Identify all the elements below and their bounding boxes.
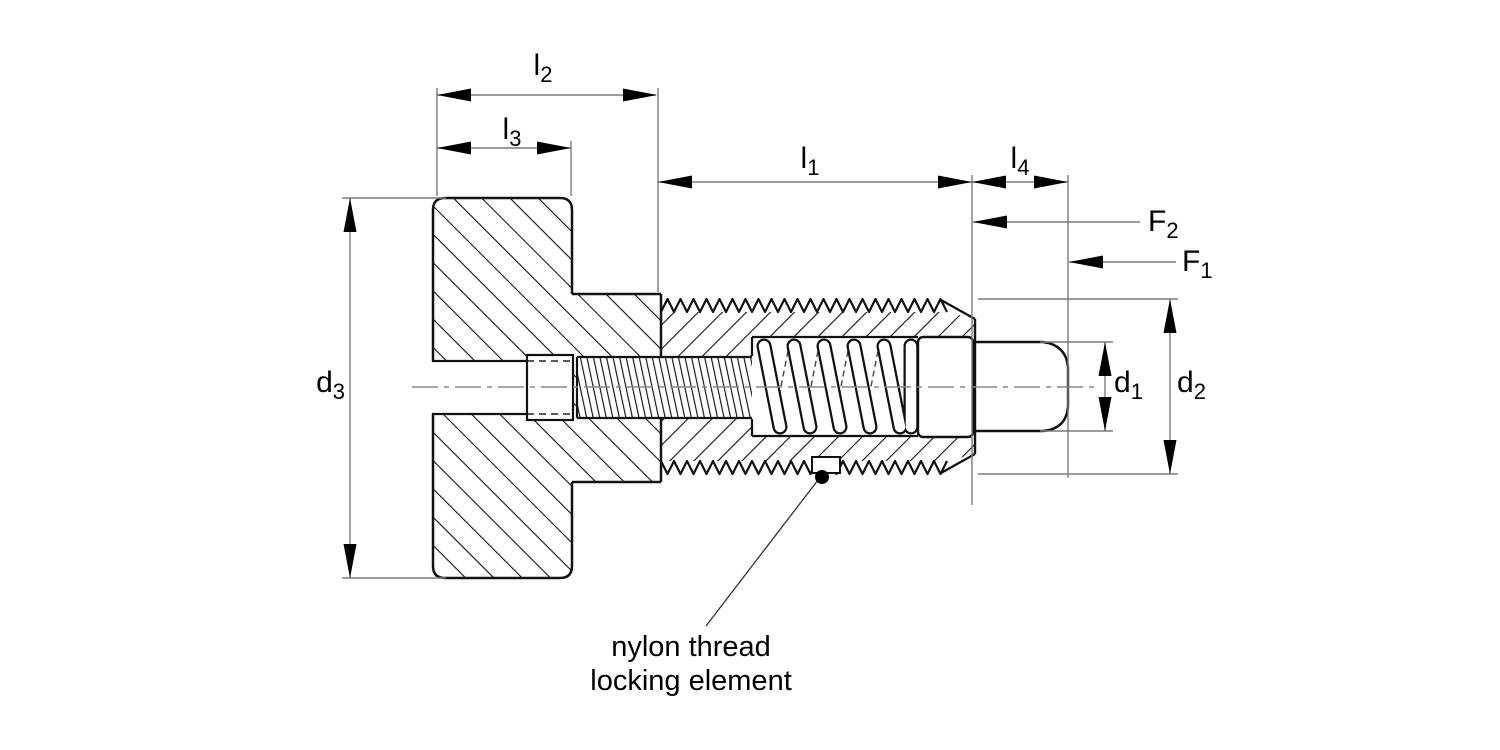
dim-label-F2: F2 [1148, 205, 1179, 248]
dim-letter: d [1114, 366, 1131, 399]
arrowhead [1069, 255, 1103, 269]
arrowhead [972, 175, 1006, 189]
dimension-F2 [973, 215, 1140, 229]
arrowhead [1163, 440, 1177, 474]
dim-subscript: 2 [540, 62, 553, 87]
arrowhead [437, 141, 471, 155]
dim-subscript: 3 [509, 126, 522, 151]
spindle-hidden-lines [527, 360, 573, 415]
arrowhead [1098, 342, 1112, 376]
arrowhead [437, 88, 471, 102]
thread-crest-bottom [660, 459, 948, 476]
body-hatch-top [661, 312, 975, 356]
dim-label-l2: l2 [534, 49, 553, 92]
dimension-l3 [437, 141, 571, 155]
arrowhead [973, 215, 1007, 229]
dim-label-l1: l1 [801, 142, 820, 185]
arrowhead [658, 175, 692, 189]
arrowhead [537, 141, 571, 155]
dim-label-d1: d1 [1114, 366, 1143, 409]
dim-subscript: 2 [1166, 218, 1179, 243]
nylon-insert [811, 456, 841, 474]
bore-edges [432, 359, 527, 416]
dim-subscript: 3 [332, 379, 345, 404]
dimension-l4 [972, 175, 1068, 189]
annotation-line-1: nylon thread [611, 631, 771, 663]
arrowhead [623, 88, 657, 102]
arrowhead [1163, 299, 1177, 333]
dim-letter: l [502, 113, 510, 146]
dim-letter: F [1148, 205, 1167, 238]
arrowhead [343, 198, 357, 232]
dim-letter: l [800, 142, 808, 175]
dim-subscript: 1 [807, 155, 820, 180]
spring-cavity-bore [750, 335, 918, 438]
annotation-nylon-note: nylon thread locking element [590, 630, 792, 698]
dim-label-l3: l3 [503, 113, 522, 156]
dim-letter: F [1182, 245, 1201, 278]
leader-line [705, 479, 819, 627]
dim-letter: d [1177, 366, 1194, 399]
body-hatch-bottom [661, 419, 975, 461]
dimension-d1 [1098, 342, 1112, 431]
dim-letter: d [316, 366, 333, 399]
arrowhead [938, 175, 972, 189]
dimension-d3 [343, 198, 357, 578]
dim-subscript: 1 [1130, 379, 1143, 404]
arrowhead [1034, 175, 1068, 189]
arrowhead [343, 544, 357, 578]
arrowhead [1098, 397, 1112, 431]
dimension-l1 [658, 175, 972, 189]
dim-letter: l [533, 49, 541, 82]
thread-crest-top [660, 297, 948, 314]
threaded-body-section [660, 297, 977, 476]
dim-label-l4: l4 [1011, 142, 1030, 185]
dimension-l2 [437, 88, 657, 102]
dimension-F1 [1069, 255, 1176, 269]
extension-lines [342, 88, 1178, 579]
dim-label-F1: F1 [1182, 245, 1213, 288]
dim-subscript: 4 [1017, 155, 1030, 180]
dimension-d2 [1163, 299, 1177, 474]
dim-subscript: 1 [1200, 258, 1213, 283]
annotation-line-2: locking element [590, 665, 792, 697]
dim-subscript: 2 [1193, 379, 1206, 404]
dim-label-d2: d2 [1177, 366, 1206, 409]
leader-dot [815, 470, 829, 484]
nylon-locking-insert [705, 456, 841, 627]
dim-label-d3: d3 [316, 366, 345, 409]
dim-letter: l [1010, 142, 1018, 175]
